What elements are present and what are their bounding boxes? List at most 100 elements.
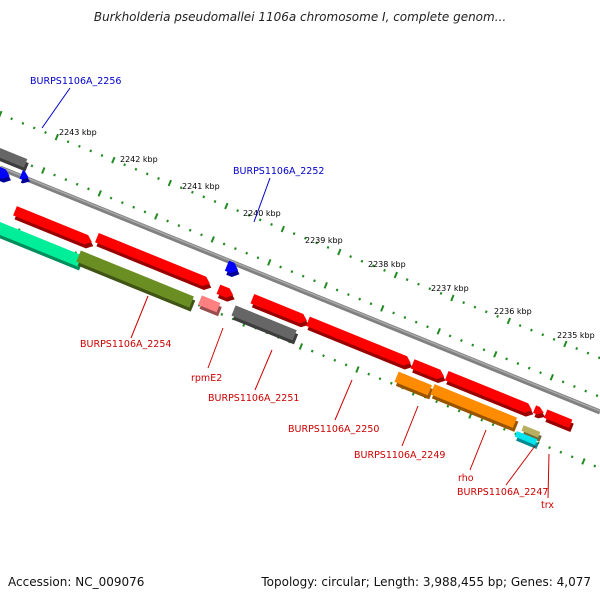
middle-tick-row: [7, 155, 599, 398]
label-leaders: [41, 87, 550, 499]
kbp-labels: 2243 kbp 2242 kbp 2241 kbp 2240 kbp 2239…: [59, 128, 595, 340]
middle-row-tick: [210, 236, 215, 243]
middle-row-tick: [460, 339, 463, 343]
gene-red-2250[interactable]: [306, 316, 411, 366]
gene-gray-2251[interactable]: [231, 305, 297, 341]
inner-row-tick: [480, 418, 484, 422]
gene-red-small-a[interactable]: [533, 405, 544, 415]
gene-label-2254[interactable]: BURPS1106A_2254: [80, 339, 171, 350]
leader-rho: [469, 429, 487, 471]
outer-row-tick: [21, 121, 25, 125]
gene-orange-rho[interactable]: [430, 384, 518, 428]
map-title: Burkholderia pseudomallei 1106a chromoso…: [93, 10, 507, 24]
gene-features: [0, 143, 574, 449]
repeat-blue-1[interactable]: [0, 165, 10, 179]
outer-row-tick: [473, 305, 477, 309]
kbp-label-2240: 2240 kbp: [243, 209, 281, 218]
leader-2251: [254, 349, 273, 391]
kbp-label-2239: 2239 kbp: [305, 236, 343, 245]
accession-text: Accession: NC_009076: [8, 575, 145, 589]
gene-red-2249[interactable]: [410, 359, 445, 380]
leader-2256: [41, 87, 71, 129]
outer-row-tick: [167, 179, 172, 187]
middle-row-tick: [290, 270, 294, 274]
outer-row-tick: [134, 167, 138, 171]
gene-green-rrna[interactable]: [0, 220, 83, 267]
outer-row-tick: [530, 328, 533, 332]
gene-label-2256[interactable]: BURPS1106A_2256: [30, 76, 121, 87]
gene-red-2[interactable]: [95, 233, 210, 286]
gene-red-rpmE2[interactable]: [216, 284, 234, 298]
middle-row-tick: [222, 242, 226, 246]
gene-label-2249[interactable]: BURPS1106A_2249: [354, 450, 445, 461]
outer-row-tick: [0, 110, 3, 118]
gene-tan[interactable]: [521, 425, 541, 438]
inner-row-tick: [559, 450, 563, 454]
gene-label-2247[interactable]: BURPS1106A_2247: [457, 487, 548, 498]
leader-rpmE2: [207, 327, 224, 369]
gene-red-rho[interactable]: [444, 370, 532, 413]
outer-row-tick: [123, 163, 127, 167]
gene-label-rpmE2[interactable]: rpmE2: [191, 373, 222, 384]
gene-gray-edge[interactable]: [0, 143, 28, 168]
inner-row-tick: [333, 358, 337, 362]
gene-label-2252[interactable]: BURPS1106A_2252: [233, 166, 324, 177]
topology-text: Topology: circular; Length: 3,988,455 bp…: [261, 575, 591, 589]
gene-pink-rpmE2[interactable]: [198, 295, 221, 313]
middle-row-tick: [471, 343, 475, 347]
outer-row-tick: [552, 337, 556, 341]
middle-row-tick: [313, 279, 316, 283]
inner-row-tick: [446, 404, 450, 408]
outer-row-tick: [518, 324, 522, 328]
middle-row-tick: [166, 219, 169, 223]
outer-row-tick: [484, 310, 488, 314]
middle-row-tick: [120, 201, 124, 205]
leader-2250: [334, 379, 353, 421]
middle-row-tick: [595, 394, 599, 398]
middle-row-tick: [132, 205, 136, 209]
kbp-label-2235: 2235 kbp: [557, 331, 595, 340]
gene-label-2250[interactable]: BURPS1106A_2250: [288, 424, 379, 435]
inner-row-tick: [514, 432, 518, 436]
outer-row-tick: [337, 248, 342, 256]
repeat-blue-2[interactable]: [19, 170, 29, 180]
repeat-blue-3[interactable]: [224, 260, 239, 274]
gene-red-small-b[interactable]: [543, 409, 573, 428]
outer-row-tick: [462, 301, 466, 305]
leader-2254: [130, 295, 149, 339]
gene-red-2251[interactable]: [250, 294, 308, 324]
middle-row-tick: [573, 384, 576, 388]
middle-row-tick: [448, 334, 452, 338]
leader-2252: [253, 177, 271, 223]
gene-olive[interactable]: [76, 250, 194, 308]
outer-row-tick: [304, 236, 307, 240]
gene-orange-2249[interactable]: [394, 371, 432, 396]
kbp-label-2238: 2238 kbp: [368, 260, 406, 269]
gene-label-2251[interactable]: BURPS1106A_2251: [208, 393, 299, 404]
leader-trx: [547, 453, 550, 499]
middle-row-tick: [188, 228, 192, 232]
inner-row-tick: [310, 349, 314, 353]
inner-row-tick: [457, 409, 461, 413]
middle-row-tick: [64, 178, 68, 182]
kbp-label-2237: 2237 kbp: [431, 284, 469, 293]
middle-row-tick: [323, 282, 328, 289]
middle-row-tick: [154, 213, 159, 220]
gene-red-1[interactable]: [13, 206, 92, 245]
middle-row-tick: [267, 259, 272, 266]
leader-2249: [401, 405, 419, 447]
outer-row-tick: [450, 294, 455, 302]
inner-row-tick: [322, 354, 325, 358]
gene-label-rho[interactable]: rho: [458, 473, 474, 484]
gene-cyan-trx[interactable]: [514, 431, 538, 445]
outer-row-tick: [496, 314, 499, 318]
outer-row-tick: [417, 282, 420, 286]
outer-row-tick: [258, 218, 262, 222]
gene-label-trx[interactable]: trx: [541, 500, 554, 511]
middle-row-tick: [505, 357, 508, 361]
outer-row-tick: [506, 317, 511, 325]
inner-row-tick: [231, 317, 235, 321]
outer-row-tick: [78, 144, 81, 148]
outer-row-tick: [44, 131, 47, 135]
middle-row-tick: [177, 224, 181, 228]
